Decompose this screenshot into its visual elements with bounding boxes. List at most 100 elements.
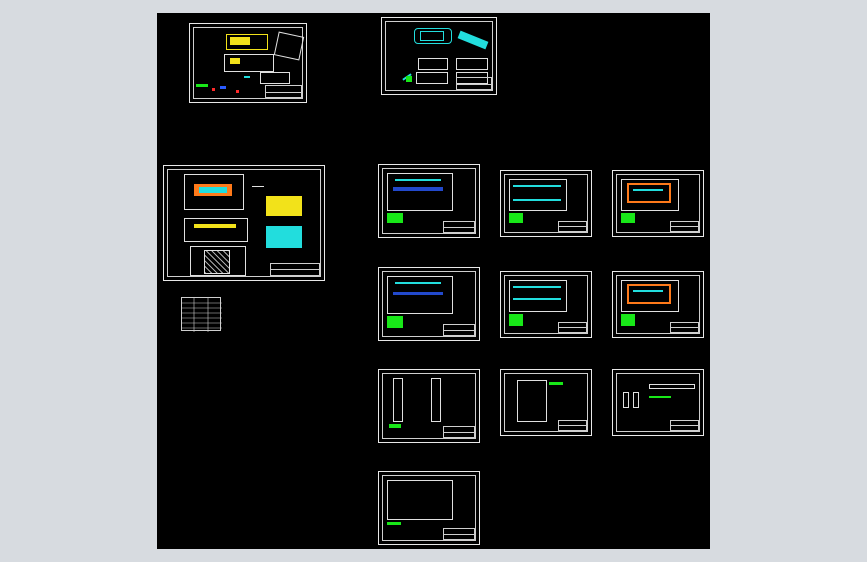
cavity-core (199, 187, 227, 193)
drawing-sheet-part-i[interactable] (612, 369, 704, 436)
bom-table-1 (266, 196, 302, 216)
sheet-inner-border (382, 475, 476, 541)
hole-pattern (513, 185, 561, 187)
part-view-2 (431, 378, 441, 422)
hole-pattern (395, 282, 441, 284)
title-block (670, 419, 699, 431)
title-block (558, 419, 587, 431)
sheet-inner-border (616, 373, 700, 432)
plan-view (184, 174, 244, 210)
hole-pattern-2 (513, 298, 561, 300)
cad-model-space[interactable] (157, 13, 710, 549)
drawing-sheet-mold-layout[interactable] (163, 165, 325, 281)
mark-blue (220, 86, 226, 89)
title-block (670, 321, 699, 333)
section-fill (194, 224, 236, 228)
pocket-core (633, 290, 663, 292)
plate-feature (393, 187, 443, 191)
notes-green (509, 213, 523, 223)
sheet-inner-border (382, 271, 476, 337)
part-small-2 (633, 392, 639, 408)
drawing-sheet-plate-d[interactable] (378, 267, 480, 341)
hole-pattern (513, 286, 561, 288)
detail-cyan (244, 76, 250, 78)
drawing-sheet-part-g[interactable] (378, 369, 480, 443)
right-view (456, 58, 488, 70)
sheet-inner-border (385, 21, 493, 91)
sheet-inner-border (616, 174, 700, 233)
mark-red (212, 88, 215, 91)
title-block (443, 220, 475, 233)
base-view (190, 246, 246, 276)
pocket-orange (627, 183, 671, 203)
plate-outline (509, 179, 567, 211)
drawing-sheet-plate-a[interactable] (378, 164, 480, 238)
hole-pattern-2 (513, 199, 561, 201)
front-view (418, 58, 448, 70)
title-block (670, 220, 699, 232)
sheet-inner-border (167, 169, 321, 277)
title-block (455, 77, 492, 90)
plate-outline (387, 276, 453, 314)
pocket-core (633, 189, 663, 191)
table-grid (182, 298, 222, 332)
title-block (558, 220, 587, 232)
side-view (273, 31, 305, 61)
title-block (443, 425, 475, 438)
notes-green (509, 314, 523, 326)
notes-green (549, 382, 563, 385)
section-view (224, 54, 274, 72)
section-view (184, 218, 248, 242)
sheet-inner-border (504, 174, 588, 233)
label-line (252, 186, 264, 187)
parts-list-table[interactable] (181, 297, 222, 332)
drawing-sheet-part-h[interactable] (500, 369, 592, 436)
note-green (406, 76, 412, 82)
plate-feature (393, 292, 443, 295)
plate-outline (621, 280, 679, 312)
plate-outline (387, 480, 453, 520)
plate-outline (621, 179, 679, 211)
drawing-sheet-plate-j[interactable] (378, 471, 480, 545)
note-green (196, 84, 208, 87)
detail-box (260, 72, 290, 84)
hole-pattern (395, 179, 441, 181)
sheet-inner-border (504, 275, 588, 334)
drawing-sheet-plate-e[interactable] (500, 271, 592, 338)
plate-outline (509, 280, 567, 312)
title-block (558, 321, 587, 333)
assembly-plan-view (414, 28, 452, 44)
notes-green (389, 424, 401, 428)
title-block (443, 527, 475, 540)
part-strip (649, 384, 695, 389)
notes-green (621, 314, 635, 326)
sheet-inner-border (504, 373, 588, 432)
part-strip-green (649, 396, 671, 398)
title-block (270, 262, 320, 276)
notes-green (387, 316, 403, 328)
drawing-sheet-plate-c[interactable] (612, 170, 704, 237)
notes-green (387, 213, 403, 223)
assembly-view-outline (226, 34, 268, 50)
sheet-inner-border (193, 27, 303, 99)
part-outline (517, 380, 547, 422)
section-fill (230, 58, 240, 64)
assembly-plan-inner (420, 31, 444, 41)
title-block (265, 85, 302, 98)
sheet-inner-border (382, 373, 476, 439)
bom-table-2 (266, 226, 302, 248)
pocket-orange (627, 284, 671, 304)
notes-green (621, 213, 635, 223)
notes-green (387, 522, 401, 525)
sheet-inner-border (616, 275, 700, 334)
drawing-sheet-assembly-2[interactable] (381, 17, 497, 95)
base-crosshatch (204, 250, 230, 274)
plate-outline (387, 173, 453, 211)
drawing-sheet-plate-f[interactable] (612, 271, 704, 338)
part-small-1 (623, 392, 629, 408)
bottom-view-left (416, 72, 448, 84)
sheet-inner-border (382, 168, 476, 234)
drawing-sheet-assembly-1[interactable] (189, 23, 307, 103)
drawing-sheet-plate-b[interactable] (500, 170, 592, 237)
part-view-1 (393, 378, 403, 422)
